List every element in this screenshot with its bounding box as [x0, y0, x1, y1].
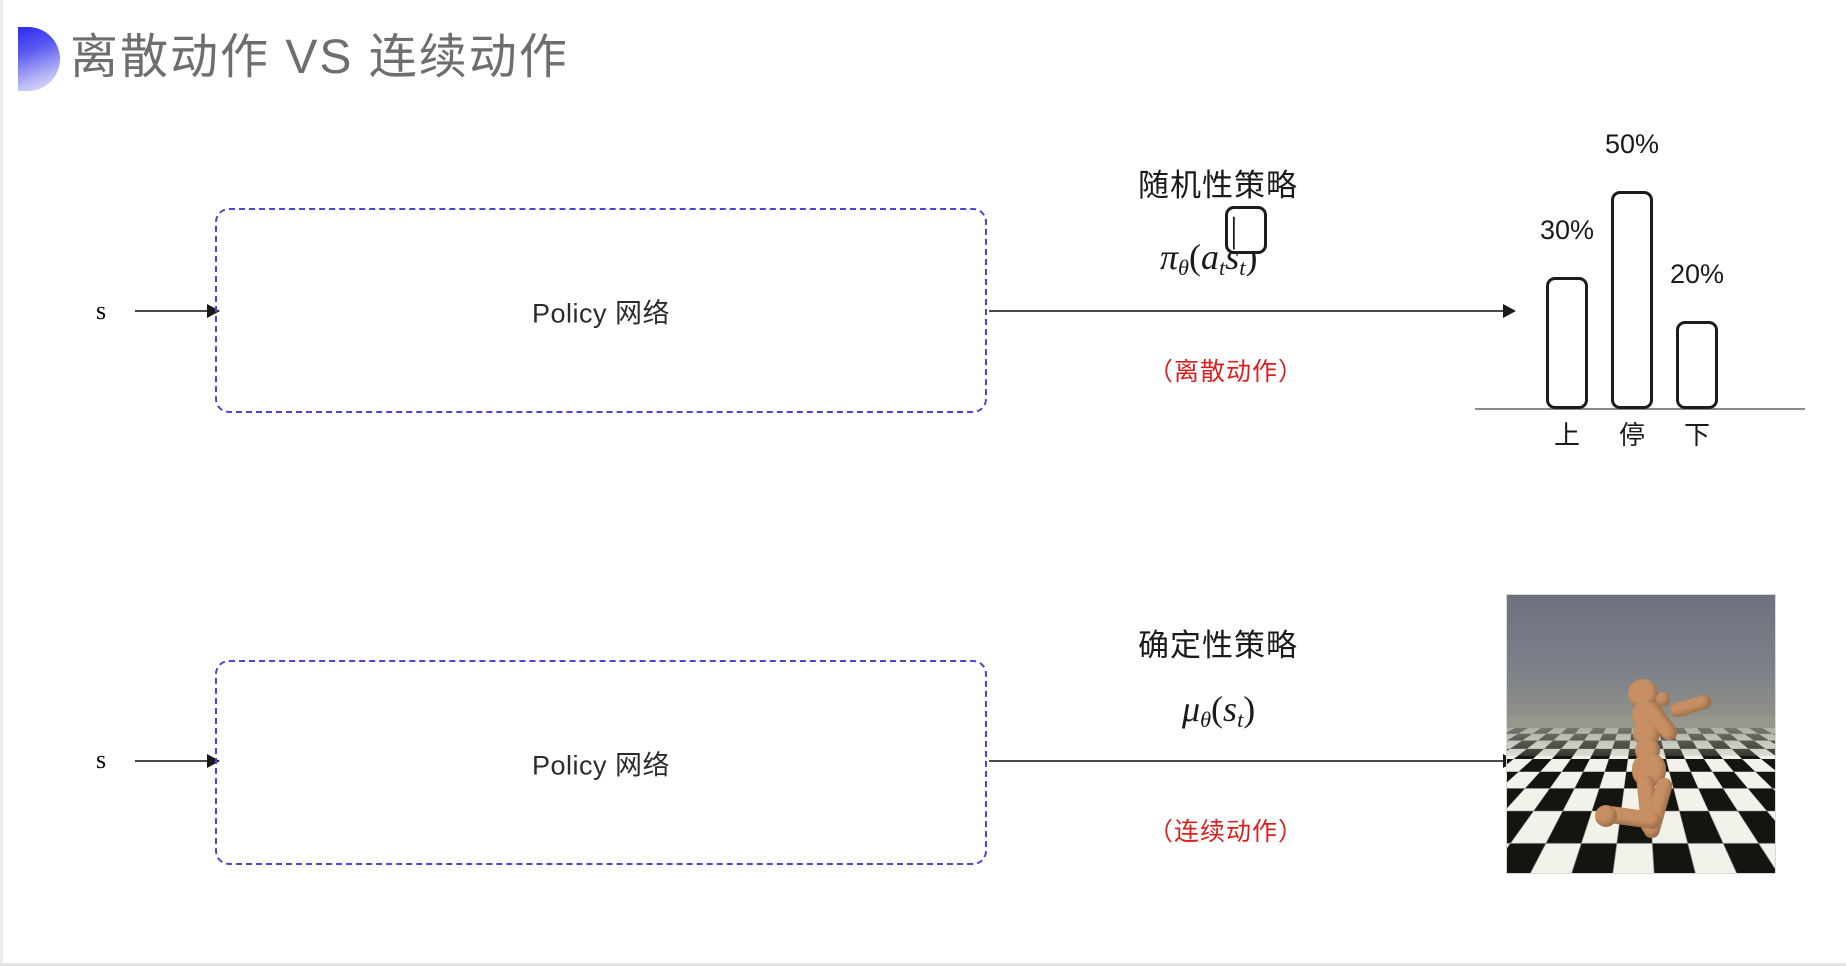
formula-theta-sub: θ [1178, 255, 1190, 281]
bar-value-stop: 50% [1604, 129, 1660, 159]
deterministic-policy-formula: μθ(st) [1182, 688, 1255, 733]
humanoid-foot [1595, 805, 1617, 827]
formula-open-paren: ( [1189, 237, 1202, 277]
policy-network-label-discrete: Policy 网络 [531, 298, 671, 328]
formula-close-paren-2: ) [1243, 689, 1256, 729]
slide-left-border [0, 0, 3, 966]
formula-mu: μ [1182, 689, 1201, 729]
bar-value-up: 30% [1539, 215, 1595, 245]
formula-a: a [1201, 237, 1220, 277]
output-arrow-line-discrete [989, 310, 1507, 312]
bar-up [1546, 277, 1588, 409]
policy-network-box-discrete[interactable]: Policy 网络 [215, 208, 987, 413]
bar-down [1676, 321, 1718, 409]
humanoid-simulation-image [1506, 594, 1776, 874]
chart-x-axis [1475, 408, 1805, 410]
formula-s-2: s [1223, 689, 1238, 729]
bar-stop [1611, 191, 1653, 409]
slide-bottom-border [0, 963, 1846, 966]
state-input-label-discrete: s [96, 296, 107, 325]
bar-category-stop: 停 [1618, 420, 1645, 450]
bar-category-down: 下 [1683, 420, 1710, 450]
formula-theta-sub-2: θ [1200, 707, 1212, 733]
formula-open-paren-2: ( [1211, 689, 1224, 729]
output-arrow-line-continuous [989, 760, 1507, 762]
input-arrow-line-discrete [135, 310, 211, 312]
formula-conditional-bar: | [1225, 206, 1268, 255]
title-decoration-halfcircle [18, 27, 60, 91]
policy-network-box-continuous[interactable]: Policy 网络 [215, 660, 987, 865]
formula-t-sub-s-2: t [1237, 707, 1244, 733]
state-input-label-continuous: s [96, 745, 107, 774]
formula-t-sub-s: t [1239, 255, 1246, 281]
formula-pi: π [1160, 237, 1179, 277]
input-arrow-line-continuous [135, 760, 211, 762]
discrete-action-note: （离散动作） [1148, 358, 1305, 386]
output-arrow-head-discrete [1503, 304, 1516, 318]
deterministic-policy-title: 确定性策略 [1138, 628, 1298, 663]
policy-network-label-continuous: Policy 网络 [531, 750, 671, 780]
bar-category-up: 上 [1553, 420, 1580, 450]
continuous-action-note: （连续动作） [1148, 818, 1305, 846]
stochastic-policy-formula: πθ(at|st) [1160, 206, 1268, 281]
action-probability-bar-chart: 30% 上 50% 停 20% 下 [1475, 96, 1805, 450]
page-title: 离散动作 VS 连续动作 [70, 31, 569, 84]
bar-value-down: 20% [1669, 259, 1725, 289]
stochastic-policy-title: 随机性策略 [1138, 168, 1298, 203]
humanoid-hand [1656, 692, 1670, 707]
formula-t-sub-a: t [1219, 255, 1226, 281]
